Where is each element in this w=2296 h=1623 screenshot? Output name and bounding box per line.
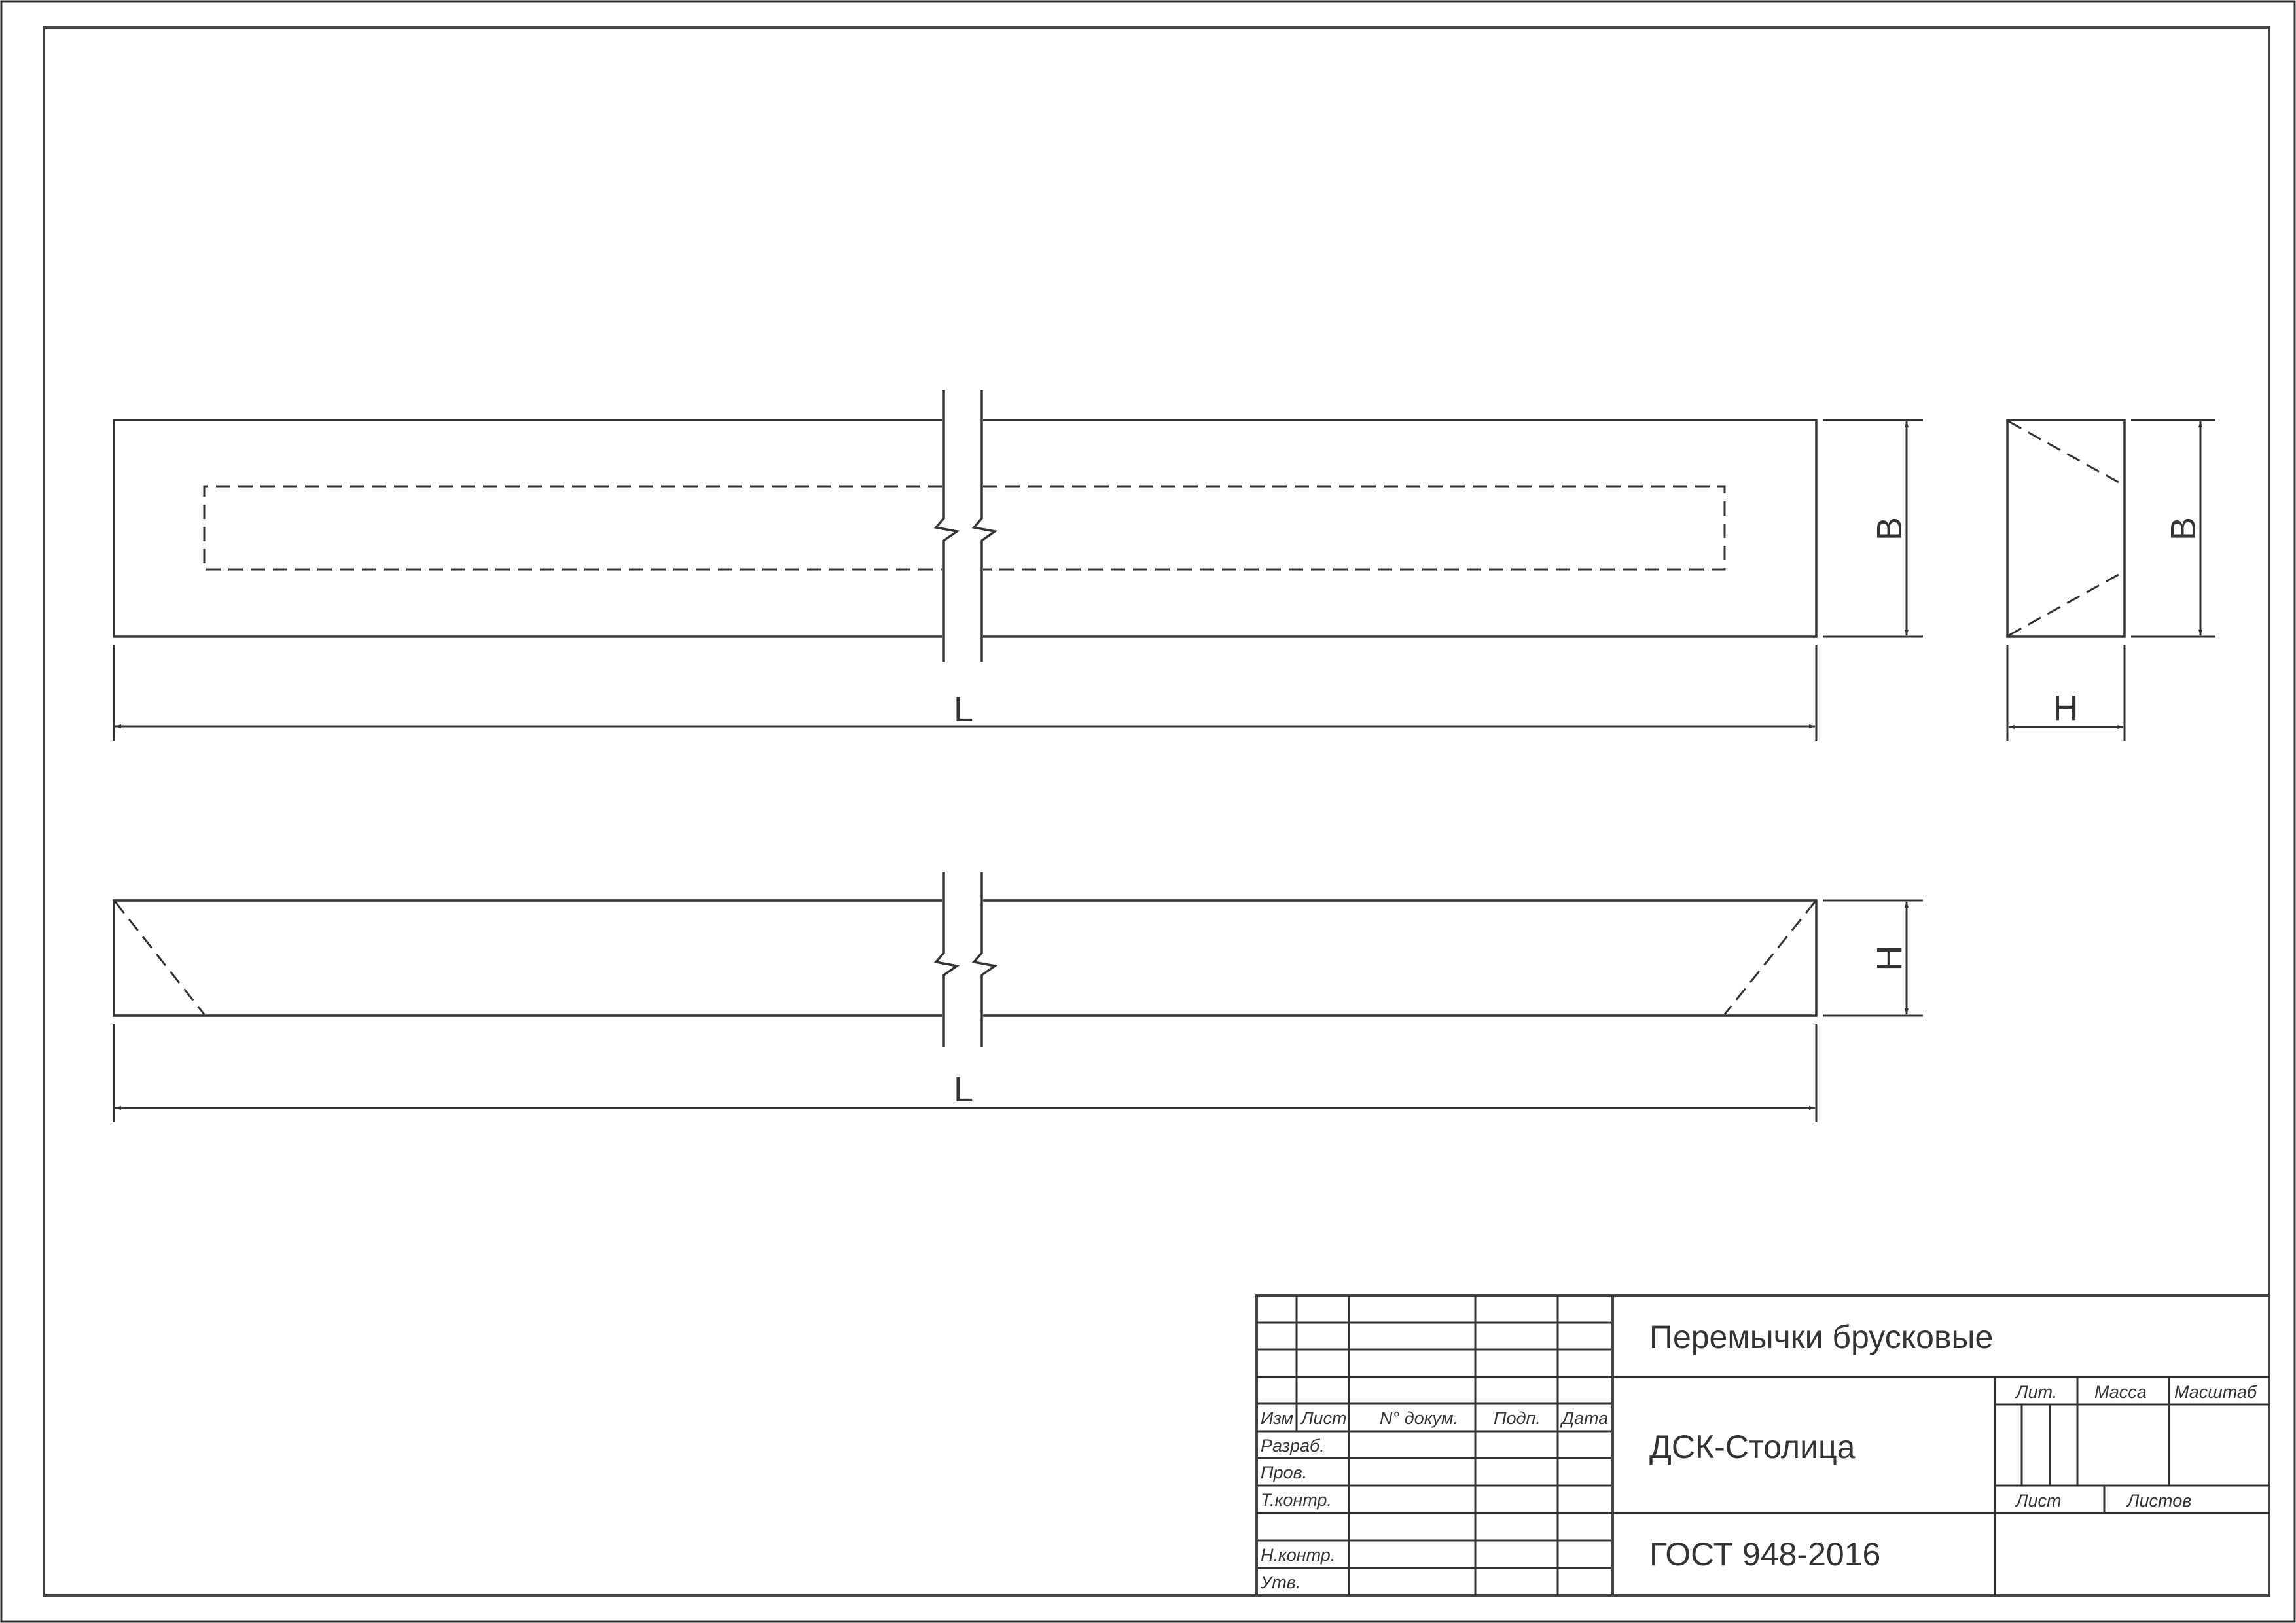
col-doc-no: N° докум. — [1380, 1408, 1458, 1428]
standard-reference: ГОСТ 948-2016 — [1649, 1536, 1880, 1573]
break-line-left-front — [936, 872, 957, 1047]
top-view: L B — [114, 390, 1923, 741]
col-sign: Подп. — [1494, 1408, 1541, 1428]
col-date: Дата — [1560, 1408, 1608, 1428]
drawing-frame — [44, 27, 2269, 1596]
dim-label-H-bottom: H — [1870, 946, 1909, 971]
break-line-right-front — [974, 872, 995, 1047]
dim-label-B-side: B — [2164, 517, 2203, 541]
scale-label: Масштаб — [2174, 1382, 2257, 1402]
dim-label-B-top: B — [1870, 517, 1909, 541]
row-tech-control: Т.контр. — [1261, 1490, 1332, 1510]
title-block: Изм Лист N° докум. Подп. Дата Разраб. Пр… — [1257, 1296, 2269, 1596]
dim-label-L-bottom: L — [954, 1070, 973, 1109]
dim-label-H-side: H — [2053, 688, 2079, 728]
row-developer: Разраб. — [1261, 1436, 1325, 1455]
dim-label-L-top: L — [954, 690, 973, 729]
sheet-label: Лист — [2015, 1491, 2062, 1510]
mass-label: Масса — [2094, 1382, 2147, 1402]
col-list: Лист — [1300, 1408, 1347, 1428]
sheets-label: Листов — [2126, 1491, 2191, 1510]
organization-name: ДСК-Столица — [1649, 1429, 1856, 1465]
break-line-left — [936, 390, 957, 662]
row-norm-control: Н.контр. — [1261, 1545, 1335, 1565]
lit-label: Лит. — [2015, 1382, 2057, 1402]
drawing-title: Перемычки брусковые — [1649, 1319, 1993, 1355]
end-view: B H — [2007, 420, 2215, 741]
front-view: L H — [114, 872, 1923, 1122]
row-approved: Утв. — [1260, 1573, 1300, 1592]
row-checked: Пров. — [1261, 1463, 1307, 1482]
col-izm: Изм — [1261, 1408, 1293, 1428]
break-line-right — [974, 390, 995, 662]
